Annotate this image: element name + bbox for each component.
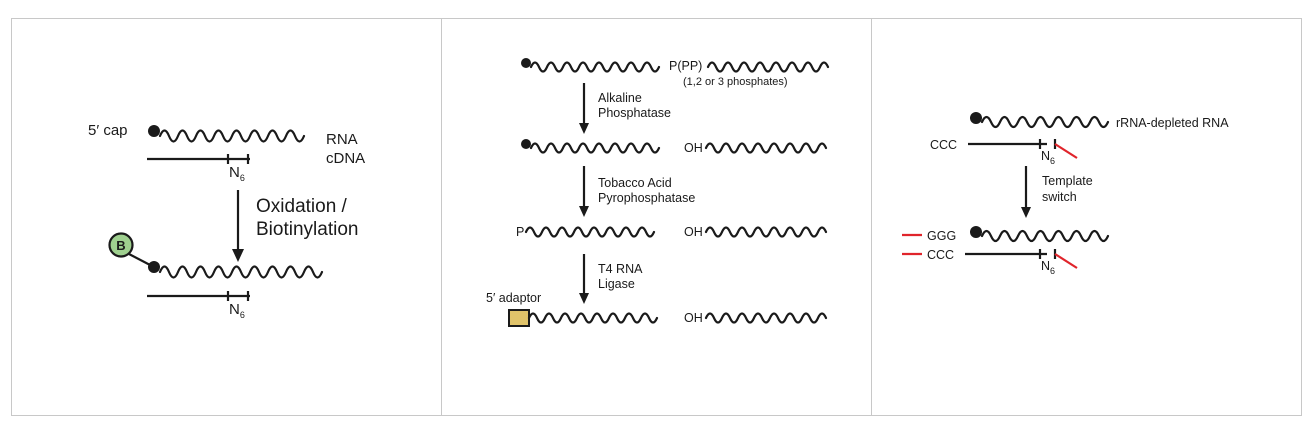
random-primer-red-1 bbox=[1054, 143, 1078, 159]
cap-dot-c2 bbox=[970, 226, 982, 238]
oh-label-3: OH bbox=[684, 311, 703, 325]
arrowhead-1 bbox=[579, 123, 589, 134]
switched-rna-wave bbox=[980, 229, 1110, 243]
ccc-label-1: CCC bbox=[930, 138, 957, 152]
step3-line1: T4 RNA bbox=[598, 262, 643, 276]
step1-line2: Phosphatase bbox=[598, 106, 671, 120]
rrna-depleted-wave bbox=[980, 115, 1110, 129]
row4-oh-wave bbox=[704, 312, 828, 324]
biotinylation-label: Biotinylation bbox=[256, 219, 358, 240]
oxidation-label: Oxidation / bbox=[256, 196, 348, 217]
cap-label: 5′ cap bbox=[88, 122, 128, 139]
step3-line2: Ligase bbox=[598, 277, 635, 291]
biotin-icon bbox=[108, 232, 134, 258]
capped-rna-wave bbox=[529, 61, 661, 73]
cdna-label: cDNA bbox=[326, 150, 365, 167]
step1-line1: Alkaline bbox=[598, 91, 642, 105]
p-label: P bbox=[516, 225, 524, 239]
row3-oh-wave bbox=[704, 226, 828, 238]
cap-dot-b2 bbox=[521, 139, 531, 149]
cap-dot bbox=[148, 125, 160, 137]
n6-label-c1: N6 bbox=[1041, 149, 1055, 166]
phosphate-note: (1,2 or 3 phosphates) bbox=[683, 76, 788, 88]
template-label: Template bbox=[1042, 174, 1093, 188]
row2-capped-wave bbox=[529, 142, 661, 154]
panel-frames bbox=[11, 18, 1302, 416]
adaptor-box bbox=[508, 309, 530, 327]
biotin-linker bbox=[128, 253, 153, 267]
n6-label-c2: N6 bbox=[1041, 259, 1055, 276]
template-switch-arrowhead bbox=[1021, 207, 1031, 218]
cap-dot-2 bbox=[148, 261, 160, 273]
biotin-symbol: B bbox=[116, 238, 125, 253]
step2-line1: Tobacco Acid bbox=[598, 176, 672, 190]
row2-oh-wave bbox=[704, 142, 828, 154]
switch-label: switch bbox=[1042, 190, 1077, 204]
oxidation-arrowhead bbox=[232, 249, 244, 262]
ccc-label-2: CCC bbox=[927, 248, 954, 262]
panel-oligo-capping: P(PP) (1,2 or 3 phosphates) Alkaline Pho… bbox=[486, 58, 830, 327]
panel-cap-trapping: 5′ cap RNA cDNA N6 Oxidation / Biotinyla… bbox=[88, 122, 365, 320]
random-primer-red-2 bbox=[1054, 253, 1078, 269]
rna-wave bbox=[158, 129, 306, 143]
oh-label-2: OH bbox=[684, 225, 703, 239]
oh-label-1: OH bbox=[684, 141, 703, 155]
row4-ligated-wave bbox=[527, 312, 659, 324]
uncapped-rna-wave bbox=[706, 61, 830, 73]
arrowhead-2 bbox=[579, 206, 589, 217]
adaptor-label: 5′ adaptor bbox=[486, 291, 541, 305]
cap-dot-b1 bbox=[521, 58, 531, 68]
rrna-depleted-label: rRNA-depleted RNA bbox=[1116, 116, 1229, 130]
panel-template-switch: rRNA-depleted RNA CCC N6 Template switch… bbox=[902, 112, 1229, 276]
step2-line2: Pyrophosphatase bbox=[598, 191, 695, 205]
biotinylated-rna-wave bbox=[158, 265, 324, 279]
row3-p-wave bbox=[524, 226, 656, 238]
arrowhead-3 bbox=[579, 293, 589, 304]
phosphate-label: P(PP) bbox=[669, 59, 702, 73]
cap-dot-c1 bbox=[970, 112, 982, 124]
n6-label: N6 bbox=[229, 164, 245, 183]
rna-label: RNA bbox=[326, 131, 358, 148]
n6-label-2: N6 bbox=[229, 301, 245, 320]
ggg-label: GGG bbox=[927, 229, 956, 243]
